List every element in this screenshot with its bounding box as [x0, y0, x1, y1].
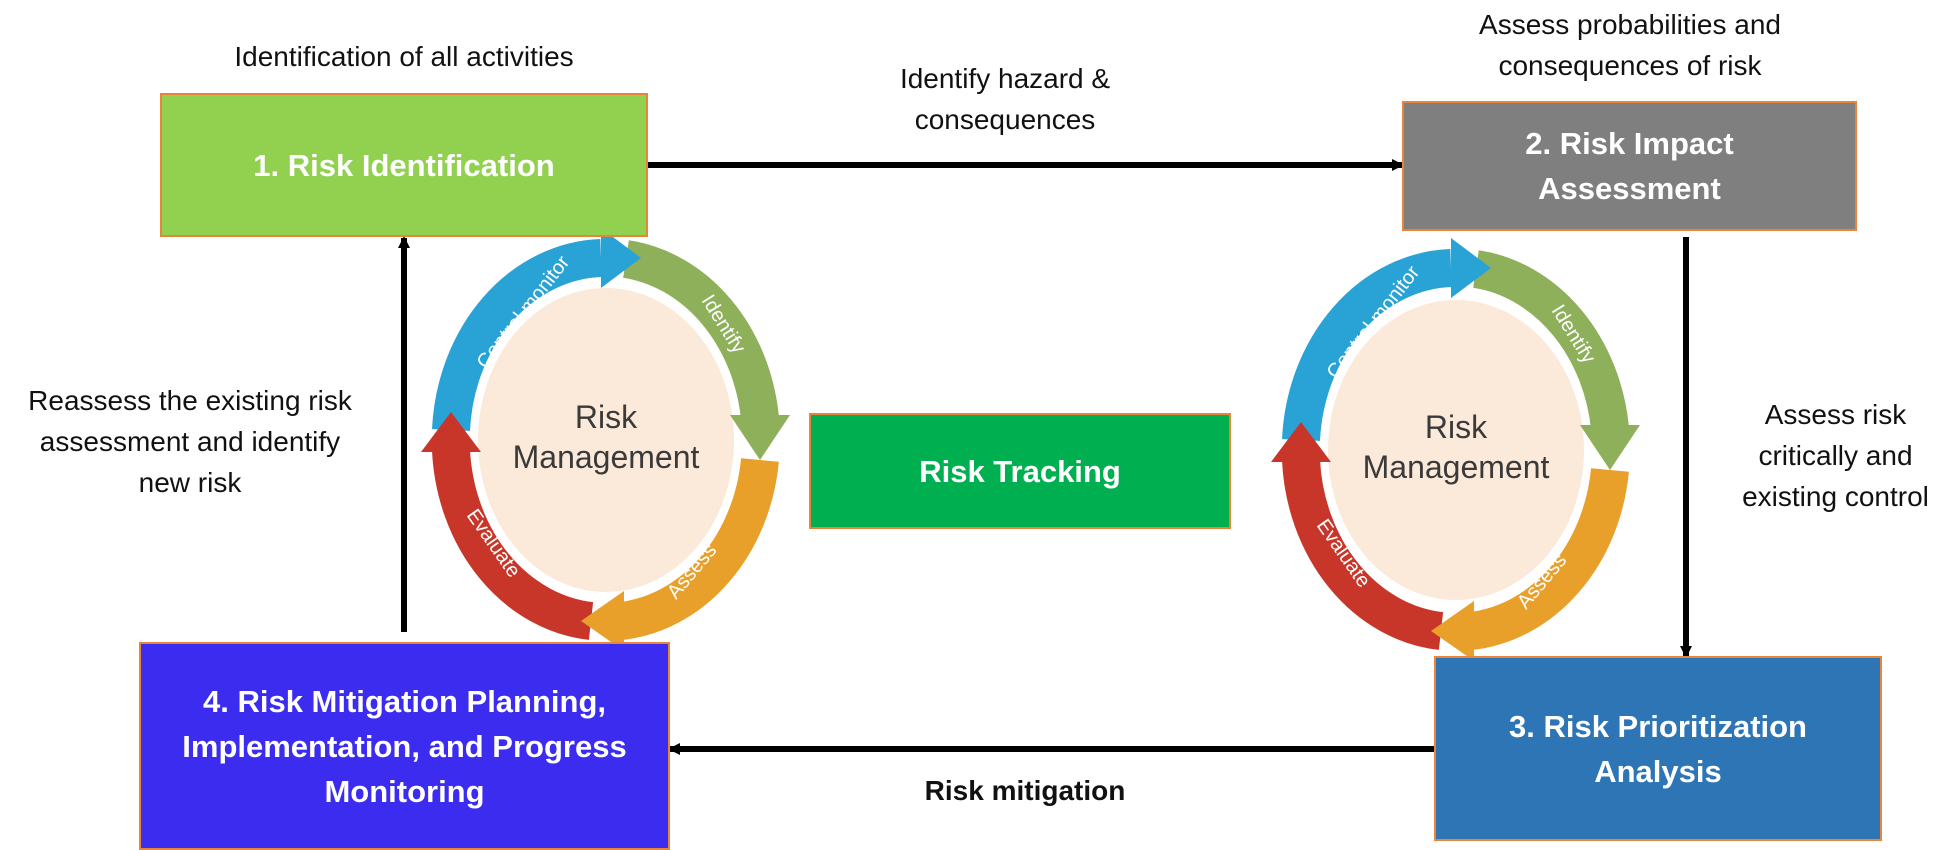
label-reassess-line3: new risk: [138, 467, 242, 498]
label-assess-probabilities-line2: consequences of risk: [1498, 50, 1762, 81]
evaluate-arc: [432, 448, 594, 640]
box-risk-prioritization-line2: Analysis: [1594, 753, 1722, 789]
cycle-center-fill: [478, 288, 734, 592]
assess-arc: [618, 457, 779, 640]
box-risk-mitigation-planning: 4. Risk Mitigation Planning, Implementat…: [139, 642, 670, 850]
label-identify-hazard-line2: consequences: [914, 104, 1096, 135]
identify-arrowhead: [730, 415, 790, 460]
box-risk-impact-assessment: 2. Risk Impact Assessment: [1402, 101, 1857, 231]
cycle-center-fill: [1328, 300, 1584, 600]
risk-management-cycle-right: Risk Management Control monitor Identify…: [1271, 238, 1640, 661]
box-risk-mitigation-line2: Implementation, and Progress: [182, 728, 627, 764]
box-risk-identification: 1. Risk Identification: [160, 93, 648, 237]
label-identify-hazard-line1: Identify hazard &: [899, 63, 1111, 94]
control-monitor-arc: [432, 239, 603, 432]
box-risk-mitigation-line1: 4. Risk Mitigation Planning,: [202, 683, 607, 719]
label-reassess-line1: Reassess the existing risk: [28, 385, 352, 416]
evaluate-arrowhead: [421, 412, 481, 452]
box-risk-mitigation-line3: Monitoring: [324, 773, 485, 809]
assess-arrowhead: [1431, 601, 1474, 661]
label-identify-hazard: Identify hazard & consequences: [820, 58, 1190, 140]
cycle-center-title-line2: Management: [513, 439, 700, 475]
label-reassess-line2: assessment and identify: [39, 426, 341, 457]
control-monitor-arc: [1282, 249, 1453, 442]
label-assess-probabilities-line1: Assess probabilities and: [1479, 9, 1781, 40]
label-assess-risk-line3: existing control: [1742, 481, 1929, 512]
identify-arc: [622, 240, 779, 421]
control-monitor-arrowhead: [1451, 238, 1491, 298]
box-risk-prioritization-analysis: 3. Risk Prioritization Analysis: [1434, 656, 1882, 841]
label-assess-risk-line1: Assess risk: [1764, 399, 1907, 430]
risk-management-cycle-left: Risk Management Control monitor Identify…: [421, 228, 790, 651]
label-risk-mitigation: Risk mitigation: [924, 775, 1126, 806]
box-risk-tracking: Risk Tracking: [809, 413, 1231, 529]
box-risk-identification-title: 1. Risk Identification: [253, 147, 555, 183]
identify-arrowhead: [1580, 425, 1640, 470]
label-identification-of-activities: Identification of all activities: [234, 41, 574, 72]
cycle-center-title-line1: Risk: [1425, 409, 1488, 445]
box-risk-impact-line1: 2. Risk Impact: [1525, 126, 1734, 161]
assess-arc: [1468, 467, 1629, 650]
label-assess-probabilities: Assess probabilities and consequences of…: [1400, 4, 1860, 86]
box-risk-impact-line2: Assessment: [1538, 171, 1721, 206]
control-monitor-arrowhead: [601, 228, 641, 288]
assess-arrowhead: [581, 591, 624, 651]
evaluate-arc: [1282, 458, 1444, 650]
cycle-center-title-line2: Management: [1363, 449, 1550, 485]
cycle-center-title-line1: Risk: [575, 399, 638, 435]
box-risk-prioritization-line1: 3. Risk Prioritization: [1508, 708, 1807, 744]
evaluate-arrowhead: [1271, 422, 1331, 462]
label-assess-risk-critically: Assess risk critically and existing cont…: [1722, 394, 1949, 517]
identify-arc: [1472, 250, 1629, 431]
box-risk-tracking-title: Risk Tracking: [919, 453, 1121, 489]
label-assess-risk-line2: critically and: [1758, 440, 1913, 471]
label-reassess-existing-risk: Reassess the existing risk assessment an…: [0, 380, 380, 503]
